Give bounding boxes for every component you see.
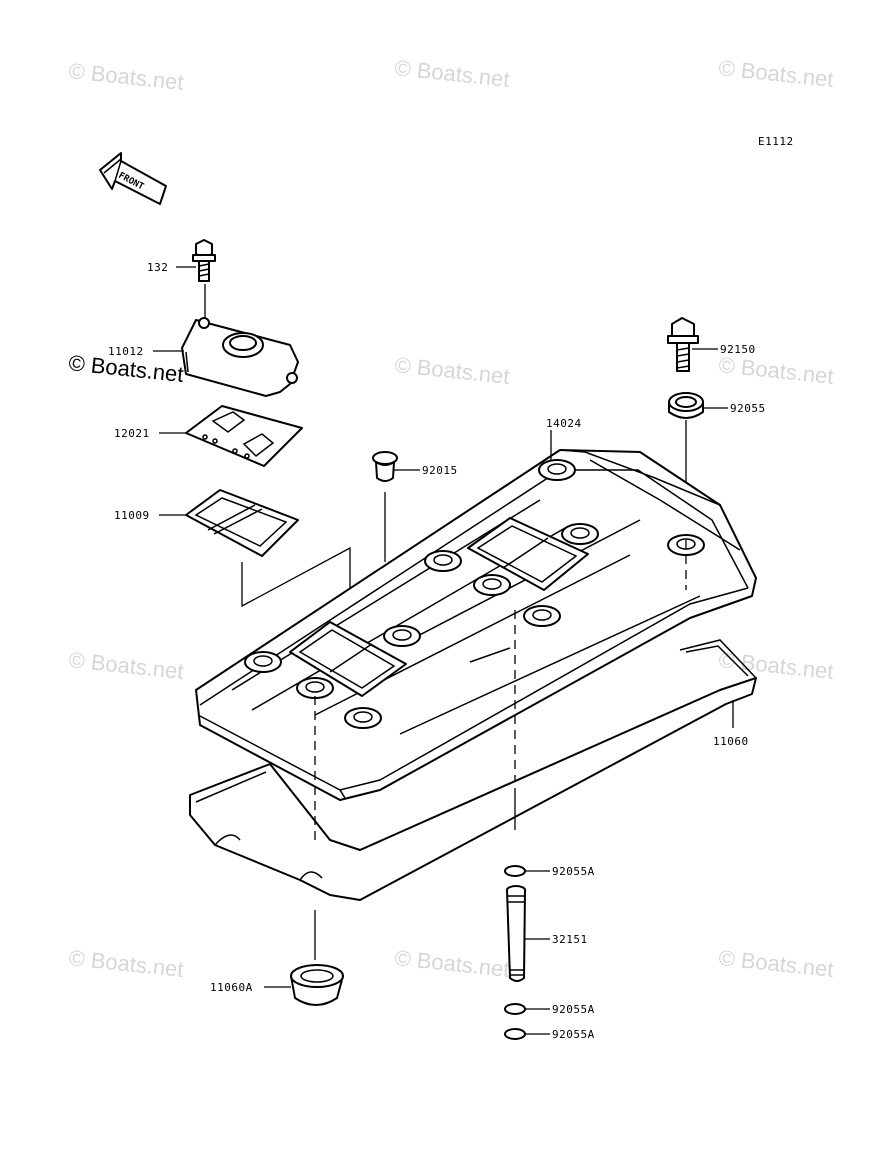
cylinder-head-cover	[195, 449, 757, 801]
oring-92055A-top	[504, 865, 526, 877]
diagram-code: E1112	[758, 135, 794, 148]
watermark: © Boats.net	[67, 58, 184, 95]
label-12021: 12021	[114, 427, 150, 440]
oring-92055A-bottom	[504, 1028, 526, 1040]
washer-92055	[668, 392, 704, 532]
watermark: © Boats.net	[393, 945, 510, 982]
front-arrow-icon: FRONT	[99, 152, 167, 205]
label-92055A-middle: 92055A	[552, 1003, 595, 1016]
label-92055A-bottom: 92055A	[552, 1028, 595, 1041]
label-92055A-top: 92055A	[552, 865, 595, 878]
oring-92055A-middle	[504, 1003, 526, 1015]
bolt-92150	[667, 317, 699, 372]
watermark: © Boats.net	[67, 945, 184, 982]
label-11012: 11012	[108, 345, 144, 358]
label-11060A: 11060A	[210, 981, 253, 994]
label-11009: 11009	[114, 509, 150, 522]
gasket-11060	[189, 639, 757, 901]
watermark: © Boats.net	[67, 647, 184, 684]
watermark: © Boats.net	[717, 945, 834, 982]
label-32151: 32151	[552, 933, 588, 946]
plate-12021	[185, 405, 303, 467]
seal-11060A	[290, 964, 344, 1006]
label-14024: 14024	[546, 417, 582, 430]
label-92015: 92015	[422, 464, 458, 477]
watermark: © Boats.net	[717, 647, 834, 684]
cover-11012	[181, 317, 299, 397]
bolt-132	[192, 239, 216, 318]
watermark: © Boats.net	[393, 352, 510, 389]
watermark: © Boats.net	[717, 55, 834, 92]
gasket-11009	[185, 489, 299, 557]
label-11060: 11060	[713, 735, 749, 748]
grommet-92015	[372, 451, 398, 562]
label-92150: 92150	[720, 343, 756, 356]
watermark: © Boats.net	[717, 352, 834, 389]
label-92055: 92055	[730, 402, 766, 415]
watermark: © Boats.net	[393, 55, 510, 92]
pipe-32151	[506, 885, 526, 982]
label-132: 132	[147, 261, 168, 274]
